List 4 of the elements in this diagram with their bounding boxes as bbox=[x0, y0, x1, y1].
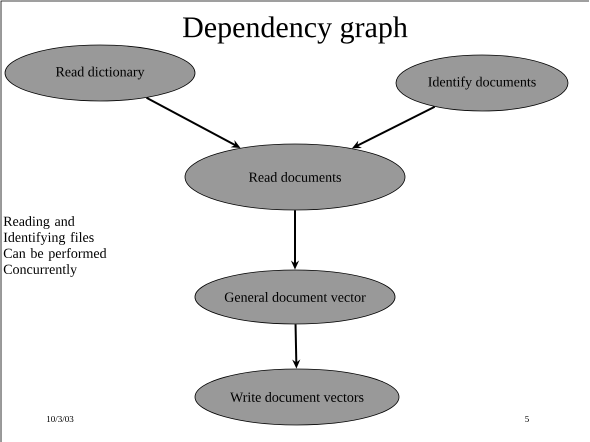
note-text: Reading and Identifying files Can be performed Concurrently bbox=[4, 216, 106, 277]
slide-date: 10/3/03 bbox=[47, 416, 74, 422]
page-number: 5 bbox=[525, 416, 529, 422]
slide-title: Dependency graph bbox=[183, 16, 408, 44]
